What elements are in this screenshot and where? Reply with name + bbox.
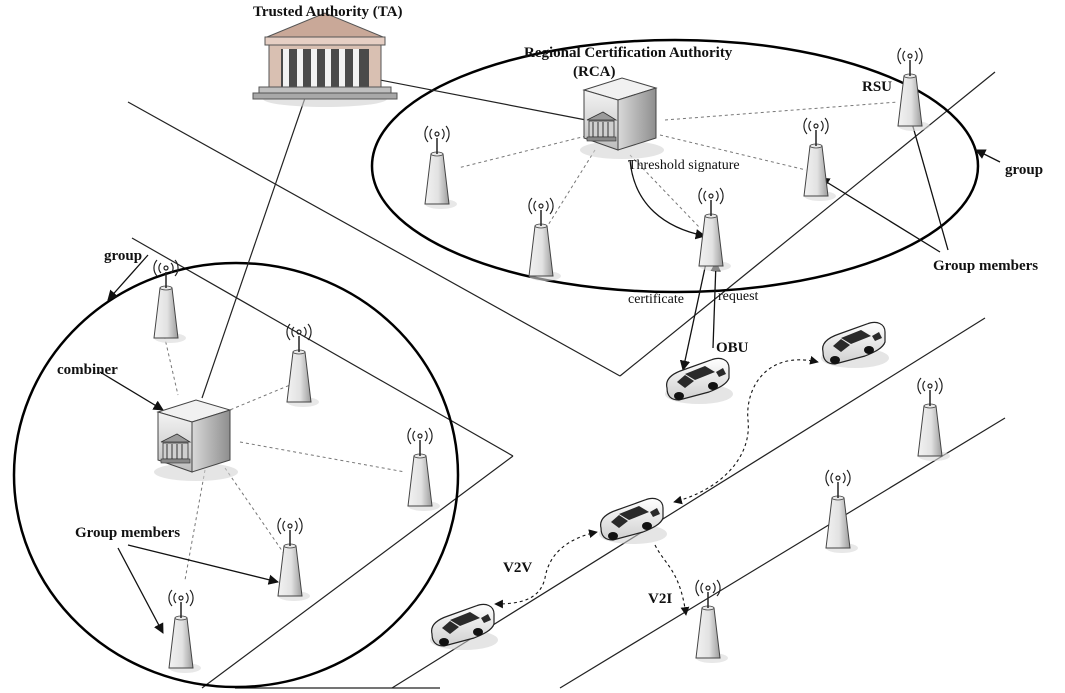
- ta-combiner-link: [201, 97, 306, 399]
- v2v-v2i-links: [494, 355, 819, 616]
- threshold-signature-label: Threshold signature: [628, 158, 740, 173]
- antenna-tower-icon: [168, 589, 202, 674]
- group-members-left-label: Group members: [75, 525, 180, 541]
- request-label: request: [718, 289, 759, 304]
- group-members-right-label: Group members: [933, 258, 1038, 274]
- antenna-tower-icon: [698, 187, 732, 272]
- combiner-label: combiner: [57, 362, 118, 378]
- car-icon: [598, 497, 668, 545]
- trusted-authority-label: Trusted Authority (TA): [253, 4, 402, 20]
- group-left-label: group: [104, 248, 142, 264]
- antenna-tower-icon: [528, 197, 562, 282]
- ta-rca-link: [379, 79, 587, 121]
- road-lines: [127, 71, 1006, 689]
- obu-car-icon: [664, 357, 734, 405]
- antenna-tower-icon: [277, 517, 311, 602]
- combiner-dotted-links: [162, 329, 406, 581]
- rca-label-line2: (RCA): [573, 64, 616, 80]
- antenna-tower-icon: [695, 579, 729, 664]
- rca-server-icon: [579, 77, 665, 160]
- trusted-authority-building-icon: [252, 12, 398, 108]
- group-right-label: group: [1005, 162, 1043, 178]
- antenna-tower-icon: [917, 377, 951, 462]
- car-icon: [820, 321, 890, 369]
- rca-group-ellipse: [370, 38, 980, 294]
- combiner-server-icon: [153, 399, 239, 482]
- rsu-antenna-tower-icon: [897, 47, 931, 132]
- rca-dotted-links: [457, 101, 899, 231]
- v2v-label: V2V: [503, 560, 532, 576]
- v2i-label: V2I: [648, 591, 672, 607]
- rsu-label: RSU: [862, 79, 892, 95]
- combiner-group-ellipse: [12, 261, 460, 689]
- certificate-label: certificate: [628, 292, 684, 307]
- arrows: [99, 100, 1001, 634]
- antenna-tower-icon: [407, 427, 441, 512]
- car-icon: [429, 603, 499, 651]
- antenna-tower-icon: [424, 125, 458, 210]
- obu-label: OBU: [716, 340, 749, 356]
- rca-label-line1: Regional Certification Authority: [524, 45, 733, 61]
- antenna-tower-icon: [825, 469, 859, 554]
- antenna-tower-icon: [803, 117, 837, 202]
